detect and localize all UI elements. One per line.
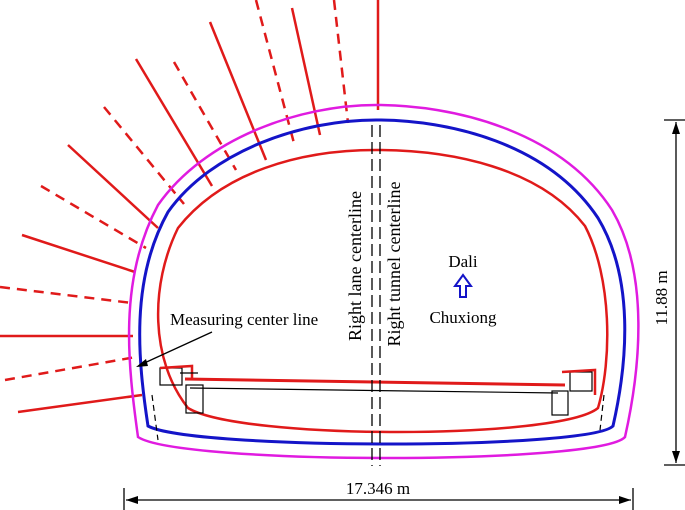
measuring-center-line-label: Measuring center line <box>170 310 318 329</box>
rock-bolt-10 <box>172 61 238 171</box>
rock-bolt-7 <box>67 144 159 229</box>
rock-bolts <box>0 0 380 414</box>
direction-arrow-icon <box>453 273 473 298</box>
rock-bolt-3 <box>17 393 143 414</box>
height-dimension-label: 11.88 m <box>652 270 671 325</box>
primary-support-profile <box>138 118 627 446</box>
rock-bolt-14 <box>332 0 350 124</box>
direction-south-label: Chuxiong <box>429 308 497 327</box>
rock-bolt-4 <box>0 285 133 305</box>
measuring-center-line-leader <box>139 331 213 366</box>
centerlines <box>371 125 381 466</box>
rock-bolt-11 <box>208 21 268 161</box>
secondary-lining-profile <box>156 148 609 434</box>
width-dimension-label: 17.346 m <box>346 479 410 498</box>
direction-north-label: Dali <box>448 252 478 271</box>
height-dimension <box>664 119 685 466</box>
rock-bolt-5 <box>21 233 136 274</box>
rock-bolt-6 <box>40 184 147 250</box>
rock-bolt-12 <box>254 0 297 148</box>
rock-bolt-2 <box>4 355 137 382</box>
road-deck <box>151 364 605 441</box>
leader-arrowhead <box>136 359 148 367</box>
right-lane-centerline-label: Right lane centerline <box>345 191 365 341</box>
right-tunnel-centerline-label: Right tunnel centerline <box>384 182 404 347</box>
rock-bolt-9 <box>134 58 214 187</box>
rock-bolt-13 <box>290 7 322 136</box>
outer-lining-profile <box>127 103 640 460</box>
width-dimension <box>123 488 634 510</box>
